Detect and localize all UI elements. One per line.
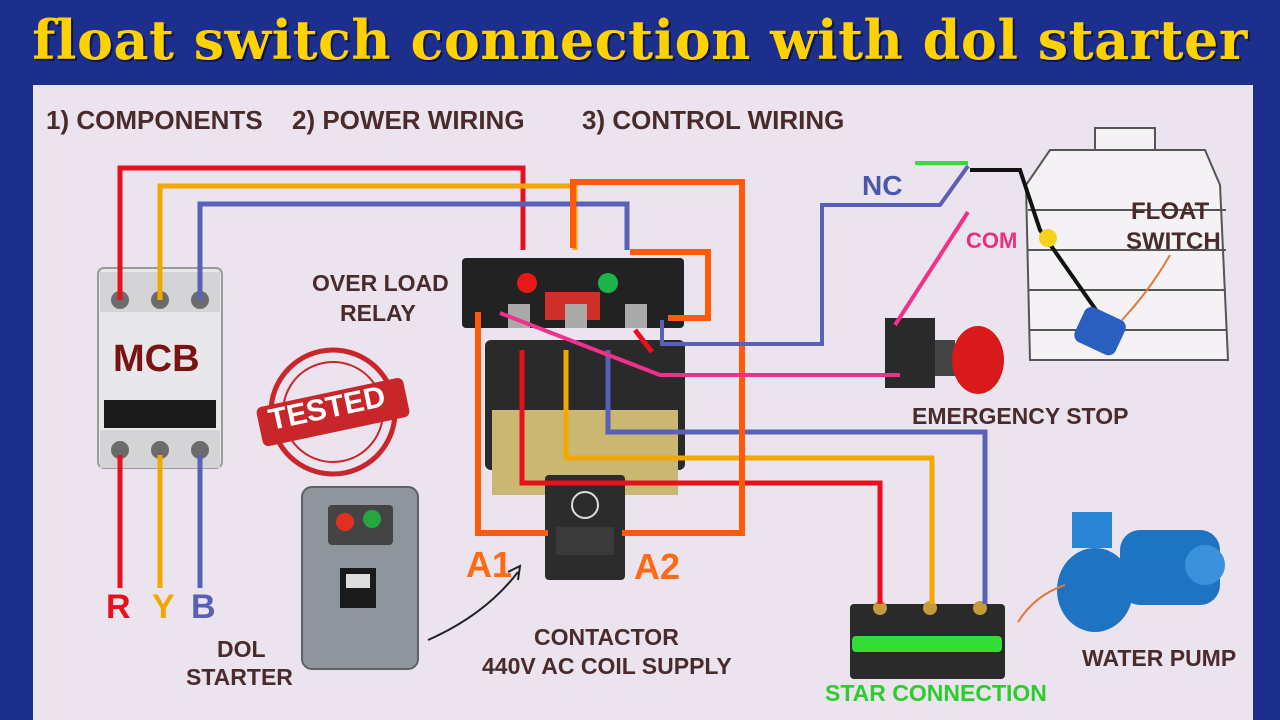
water-pump [1057,512,1225,632]
phase-b-label: B [191,588,216,626]
nc-label: NC [862,170,903,201]
dol-starter-label-1: DOL [217,636,266,662]
phase-y-label: Y [152,588,175,626]
contactor-label-1: CONTACTOR [534,624,679,650]
star-connection-label: STAR CONNECTION [825,680,1047,706]
star-bridge [852,636,1002,652]
step-control-wiring: 3) CONTROL WIRING [582,105,845,135]
overload-relay-label-1: OVER LOAD [312,270,449,296]
a2-label: A2 [634,546,681,587]
contactor-label-2: 440V AC COIL SUPPLY [482,653,732,679]
water-pump-label: WATER PUMP [1082,645,1237,671]
step-components: 1) COMPONENTS [46,105,263,135]
tested-stamp [256,347,410,477]
overload-relay-label-2: RELAY [340,300,416,326]
page-title: float switch connection with dol starter [32,8,1248,72]
dol-starter-label-2: STARTER [186,664,293,690]
dol-arrow [427,571,519,641]
float-pivot [1039,229,1057,247]
step-power-wiring: 2) POWER WIRING [292,105,525,135]
float-ball [1074,307,1126,356]
overload-relay [462,258,684,328]
a1-label: A1 [466,544,513,585]
mcb-label: MCB [113,338,200,380]
emergency-stop-label: EMERGENCY STOP [912,403,1129,429]
float-switch-label-1: FLOAT [1131,198,1210,225]
dol-starter-box [301,486,419,670]
phase-r-label: R [106,588,131,626]
com-label: COM [966,228,1018,253]
emergency-stop-button [885,318,1004,394]
float-switch-label-2: SWITCH [1126,228,1221,255]
